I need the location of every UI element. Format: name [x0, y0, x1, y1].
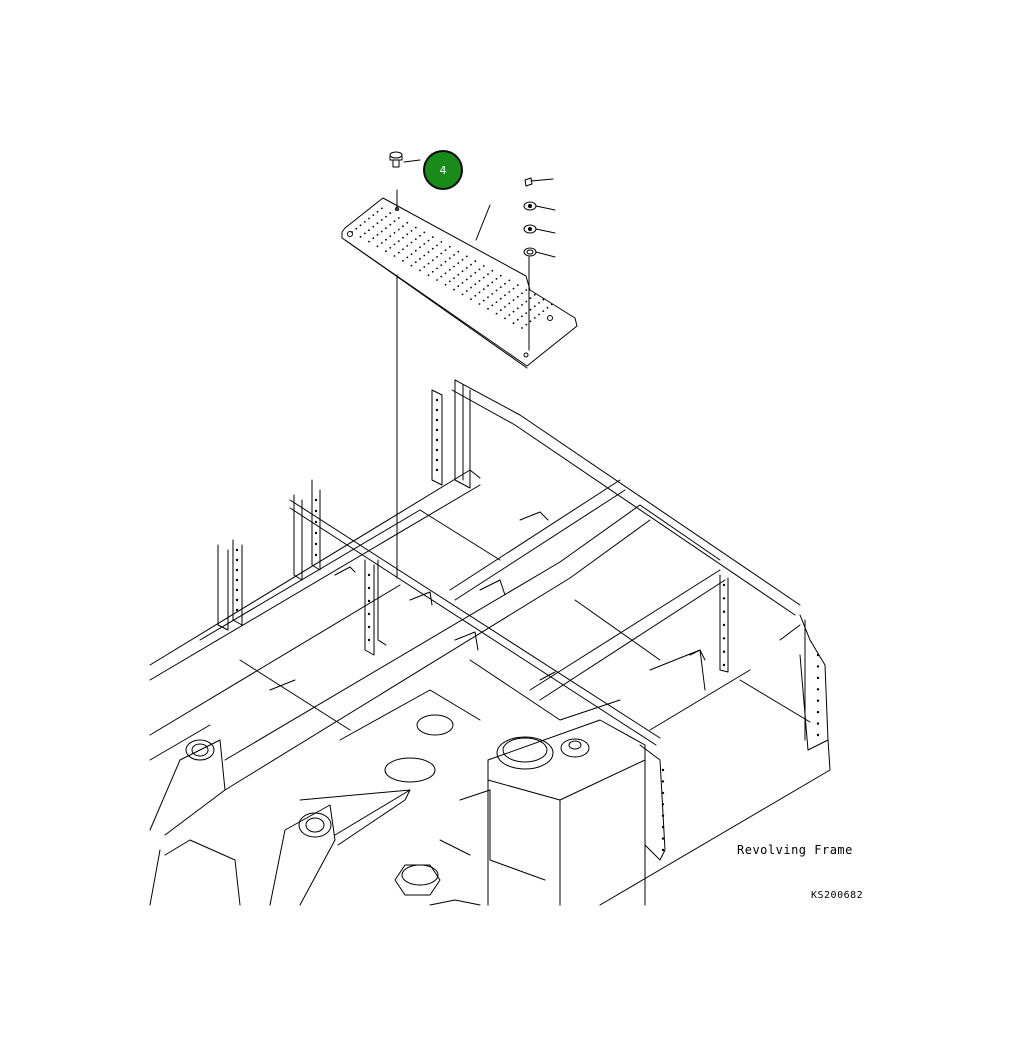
- frame-body: [149, 379, 831, 906]
- fuel-tank: [487, 719, 646, 906]
- bracket-details: [269, 511, 706, 801]
- plate-leader-line: [475, 204, 491, 241]
- post-holes: [235, 398, 820, 852]
- frame-posts: [217, 379, 806, 741]
- hardware-stack: [523, 177, 556, 351]
- boom-bosses: [149, 739, 411, 906]
- callout-number: 4: [439, 163, 447, 177]
- callout-4[interactable]: 4: [423, 150, 463, 190]
- lower-details: [149, 714, 491, 906]
- drawing-code: KS200682: [811, 890, 864, 901]
- bolt-part: [389, 151, 421, 168]
- diagram-title: Revolving Frame: [737, 843, 853, 857]
- perforated-cover-plate: [341, 197, 578, 369]
